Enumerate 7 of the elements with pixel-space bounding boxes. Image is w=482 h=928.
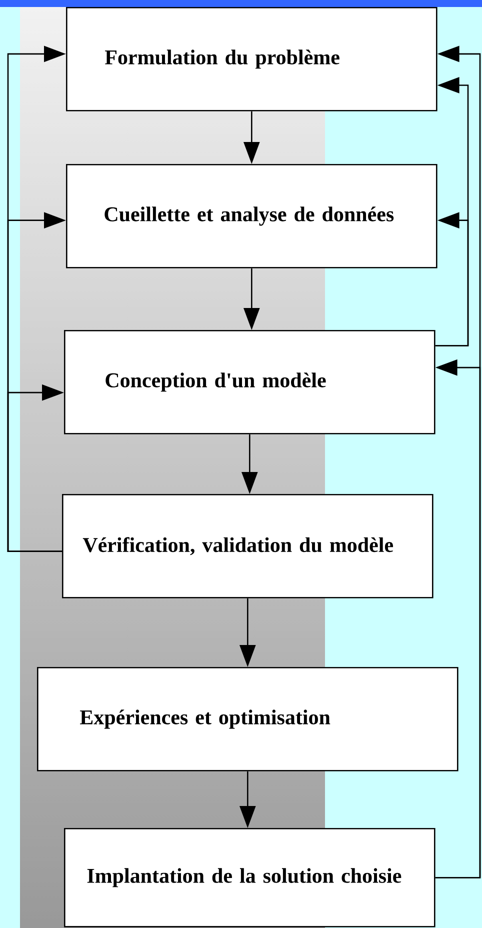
- process-box: Cueillette et analyse de données: [66, 164, 438, 268]
- process-box: Vérification, validation du modèle: [62, 494, 434, 598]
- process-box: Expériences et optimisation: [37, 667, 458, 772]
- process-box: Formulation du problème: [66, 7, 438, 112]
- process-box: Implantation de la solution choisie: [64, 828, 436, 928]
- process-box: Conception d'un modèle: [64, 330, 436, 434]
- arrow: [435, 212, 469, 346]
